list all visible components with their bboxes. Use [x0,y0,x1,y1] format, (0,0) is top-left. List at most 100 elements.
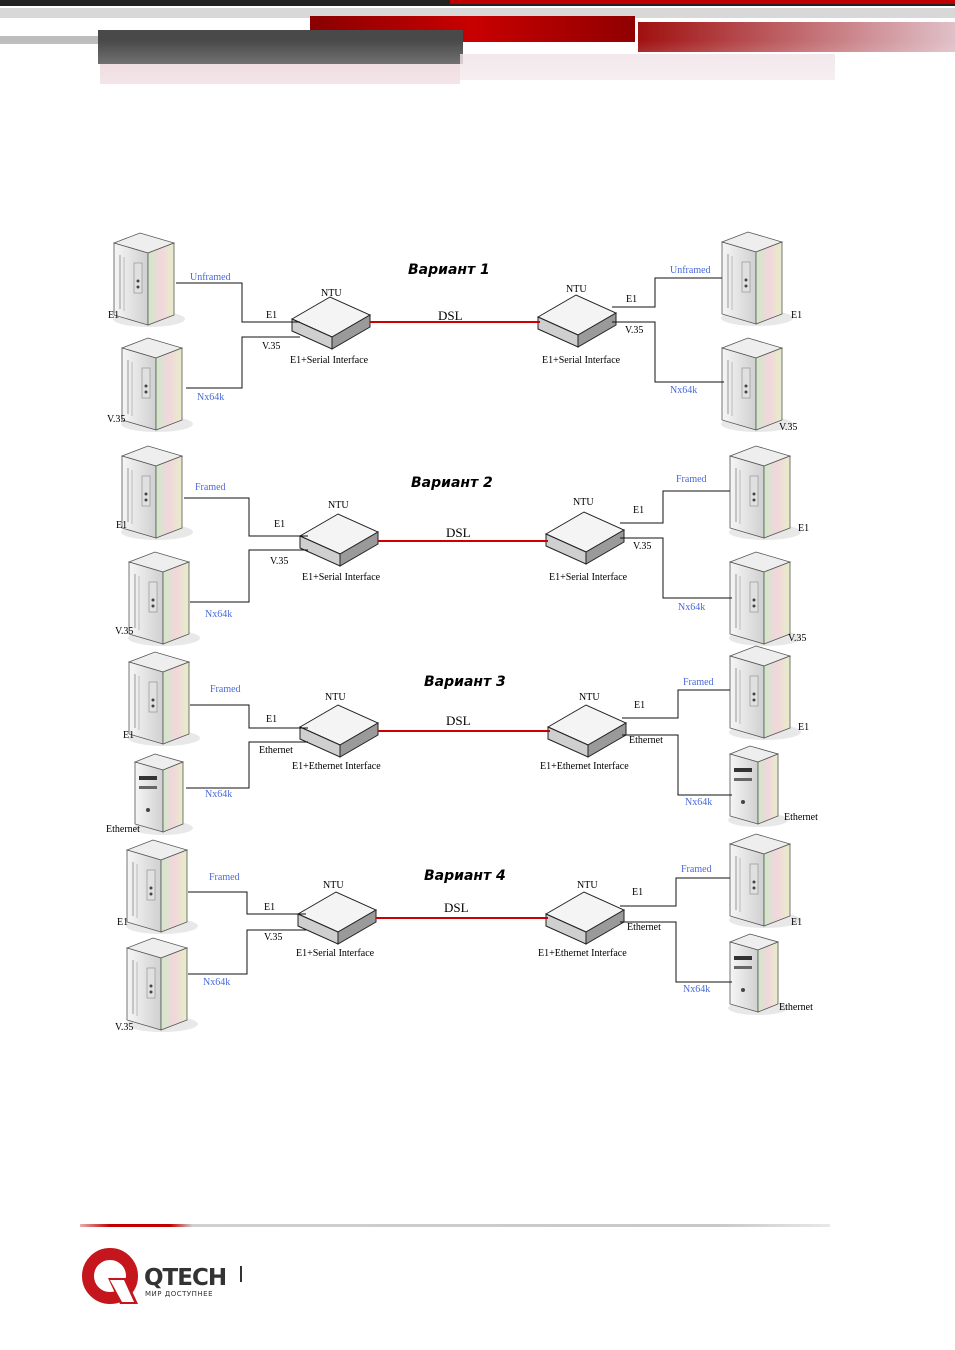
right-interface-label: E1+Ethernet Interface [540,761,629,772]
left-bottom-label: V.35 [115,1022,133,1033]
right-ntu-label: NTU [577,880,598,891]
left-ntu-label: NTU [323,880,344,891]
right-bottom-pc-icon [727,745,789,828]
right-bottom-port: Ethernet [627,922,661,933]
left-bottom-port: V.35 [270,556,288,567]
right-ntu-icon [537,294,617,348]
left-interface-label: E1+Serial Interface [302,572,381,583]
left-interface-label: E1+Serial Interface [290,355,369,366]
right-bottom-link: Nx64k [685,797,712,808]
left-bottom-port: V.35 [264,932,282,943]
logo-wordmark: QTECH [144,1265,226,1291]
right-top-link: Unframed [670,265,711,276]
variant-title: Вариант 3 [424,674,506,690]
left-top-server-icon [112,232,186,328]
left-bottom-link: Nx64k [203,977,230,988]
left-ntu-label: NTU [321,288,342,299]
qtech-logo: QTECH МИР ДОСТУПНЕЕ [82,1248,242,1304]
header-banner [0,0,955,150]
right-bottom-label: V.35 [779,422,797,433]
left-bottom-pc-icon [132,753,194,836]
right-top-server-icon [728,833,802,929]
right-bottom-port: Ethernet [629,735,663,746]
right-ntu-icon [545,891,625,945]
right-top-link: Framed [683,677,714,688]
dsl-label: DSL [438,308,463,323]
left-ntu-icon [299,513,379,567]
left-bottom-label: V.35 [107,414,125,425]
right-interface-label: E1+Ethernet Interface [538,948,627,959]
left-interface-label: E1+Serial Interface [296,948,375,959]
right-top-server-icon [720,231,794,327]
right-interface-label: E1+Serial Interface [542,355,621,366]
left-ntu-icon [297,891,377,945]
left-bottom-label: Ethernet [106,824,140,835]
left-top-port: E1 [266,310,277,321]
left-top-server-icon [125,839,199,935]
right-ntu-label: NTU [566,284,587,295]
right-bottom-label: Ethernet [779,1002,813,1013]
variant-2: Вариант 2 E1 Framed E1 V.35 Nx64k V.35 N… [115,445,809,647]
variant-title: Вариант 2 [411,475,493,491]
right-bottom-server-icon [728,551,802,647]
left-top-link: Unframed [190,272,231,283]
footer-divider [80,1224,830,1227]
dsl-label: DSL [446,525,471,540]
dsl-label: DSL [446,713,471,728]
right-top-server-icon [728,445,802,541]
left-top-server-icon [127,651,201,747]
left-top-link: Framed [210,684,241,695]
right-top-link: Framed [676,474,707,485]
right-top-label: E1 [798,523,809,534]
left-bottom-port: Ethernet [259,745,293,756]
right-bottom-link: Nx64k [683,984,710,995]
left-top-link: Framed [195,482,226,493]
left-top-label: E1 [108,310,119,321]
left-top-port: E1 [274,519,285,530]
left-ntu-icon [299,704,379,758]
right-top-port: E1 [634,700,645,711]
right-interface-label: E1+Serial Interface [549,572,628,583]
left-top-label: E1 [117,917,128,928]
left-bottom-link: Nx64k [205,789,232,800]
right-bottom-label: V.35 [788,633,806,644]
right-bottom-port: V.35 [633,541,651,552]
logo-ring-icon [82,1248,138,1304]
left-bottom-link: Nx64k [197,392,224,403]
left-bottom-link: Nx64k [205,609,232,620]
right-top-port: E1 [632,887,643,898]
left-bottom-label: V.35 [115,626,133,637]
right-top-server-icon [728,645,802,741]
right-top-label: E1 [798,722,809,733]
right-top-label: E1 [791,310,802,321]
variant-3: Вариант 3 E1 Framed E1 Ethernet Nx64k Et… [106,645,818,836]
logo-tagline: МИР ДОСТУПНЕЕ [145,1290,213,1298]
left-ntu-label: NTU [325,692,346,703]
left-top-port: E1 [264,902,275,913]
left-top-label: E1 [123,730,134,741]
variant-1: Вариант 1 E1 Unframed E1 V.35 Nx64k V.35… [107,231,802,433]
left-bottom-port: V.35 [262,341,280,352]
left-interface-label: E1+Ethernet Interface [292,761,381,772]
left-top-link: Framed [209,872,240,883]
variant-title: Вариант 1 [408,262,490,278]
right-ntu-icon [547,704,627,758]
left-ntu-label: NTU [328,500,349,511]
left-top-server-icon [120,445,194,541]
variant-4: Вариант 4 E1 Framed E1 V.35 Nx64k V.35 N… [115,833,813,1033]
right-top-label: E1 [791,917,802,928]
right-bottom-link: Nx64k [670,385,697,396]
variant-title: Вариант 4 [424,868,506,884]
right-ntu-label: NTU [579,692,600,703]
left-bottom-server-icon [120,337,194,433]
right-bottom-label: Ethernet [784,812,818,823]
left-top-port: E1 [266,714,277,725]
right-top-port: E1 [626,294,637,305]
left-bottom-server-icon [127,551,201,647]
right-ntu-label: NTU [573,497,594,508]
left-bottom-server-icon [125,937,199,1033]
dsl-label: DSL [444,900,469,915]
right-bottom-link: Nx64k [678,602,705,613]
right-bottom-port: V.35 [625,325,643,336]
